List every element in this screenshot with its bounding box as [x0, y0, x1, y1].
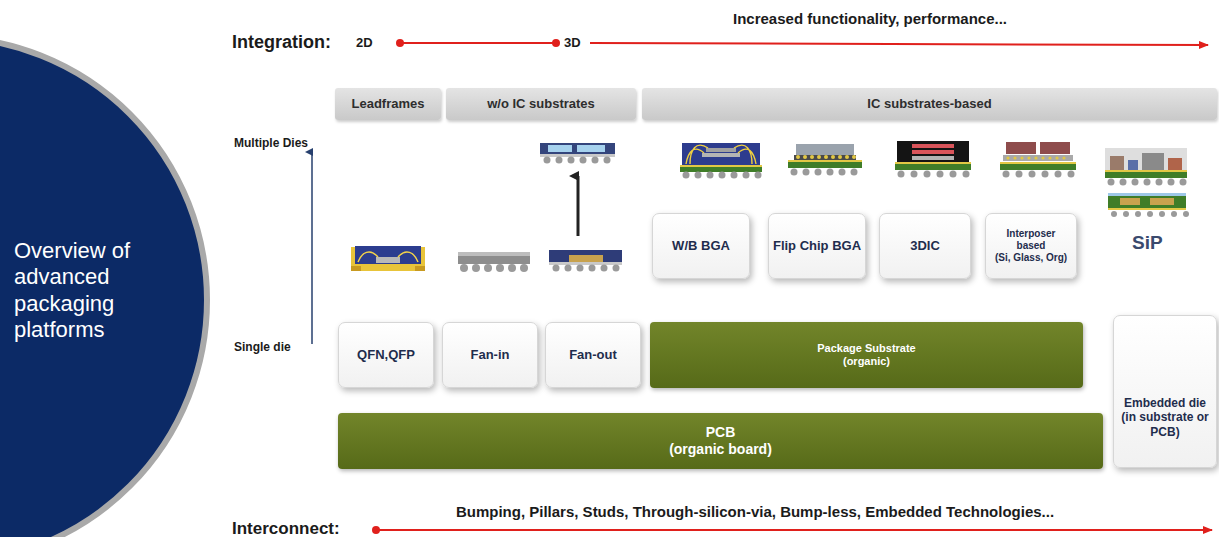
annotation-label: 2D — [356, 35, 373, 50]
annotation-label: Bumping, Pillars, Studs, Through-silicon… — [456, 503, 1054, 520]
title-disc: Overview of advanced packaging platforms — [0, 0, 210, 537]
sip-illustration — [1105, 148, 1187, 210]
node-title: Flip Chip BGA — [773, 238, 861, 254]
package-box: QFN,QFP — [338, 322, 434, 388]
text-stack: Overview of advanced packaging platforms — [14, 238, 164, 344]
interconnect-arrow — [372, 526, 1212, 534]
package-box: Fan-in — [442, 322, 538, 388]
fanout-illustration — [549, 250, 622, 265]
category-bar: IC substrates-based — [642, 88, 1217, 120]
text-stack: Fan-out — [569, 347, 617, 363]
node-title: Interposer based — [991, 228, 1071, 252]
node-subtitle: (organic board) — [669, 441, 772, 458]
text-stack: w/o IC substrates — [487, 96, 595, 112]
text-stack: Embedded die(in substrate or PCB) — [1117, 396, 1213, 439]
text-stack: PCB(organic board) — [669, 424, 772, 458]
category-bar: w/o IC substrates — [446, 88, 636, 120]
node-title: Leadframes — [352, 96, 425, 112]
substrate-band: Package Substrate(organic) — [650, 322, 1083, 388]
3dic-illustration — [895, 141, 971, 170]
flipchip-bga-illustration — [788, 144, 862, 168]
text-stack: Leadframes — [352, 96, 425, 112]
package-box: Embedded die(in substrate or PCB) — [1113, 315, 1217, 468]
package-box: Flip Chip BGA — [768, 213, 866, 279]
package-box: W/B BGA — [652, 213, 750, 279]
substrate-band: PCB(organic board) — [338, 413, 1103, 469]
node-subtitle: (in substrate or PCB) — [1117, 410, 1213, 439]
annotation-label: SiP — [1132, 232, 1163, 254]
text-stack: QFN,QFP — [357, 347, 415, 363]
node-title: Fan-in — [471, 347, 510, 363]
annotation-label: Multiple Dies — [234, 136, 308, 150]
text-stack: Fan-in — [471, 347, 510, 363]
node-title: IC substrates-based — [867, 96, 991, 112]
node-title: Embedded die — [1117, 396, 1213, 410]
category-bar: Leadframes — [335, 88, 441, 120]
node-title: W/B BGA — [672, 238, 730, 254]
annotation-label: 3D — [564, 35, 581, 50]
annotation-label: Single die — [234, 340, 291, 354]
package-box: 3DIC — [879, 213, 971, 279]
node-title: 3DIC — [910, 238, 940, 254]
node-title: Fan-out — [569, 347, 617, 363]
text-stack: Flip Chip BGA — [773, 238, 861, 254]
wirebond-bga-illustration — [680, 143, 762, 172]
node-title: QFN,QFP — [357, 347, 415, 363]
package-box: Fan-out — [545, 322, 641, 388]
text-stack: Package Substrate(organic) — [817, 342, 915, 368]
node-title: Package Substrate — [817, 342, 915, 355]
node-title: Overview of advanced packaging platforms — [14, 238, 164, 344]
node-title: PCB — [669, 424, 772, 441]
node-subtitle: (Si, Glass, Org) — [991, 252, 1071, 264]
text-stack: 3DIC — [910, 238, 940, 254]
text-stack: W/B BGA — [672, 238, 730, 254]
node-subtitle: (organic) — [817, 355, 915, 368]
fanin-illustration — [458, 252, 530, 264]
fanout-multidie-illustration — [540, 143, 615, 157]
die-count-arrow — [311, 152, 313, 344]
package-box: Interposer based(Si, Glass, Org) — [985, 213, 1077, 279]
fanout-upgrade-arrow — [577, 176, 580, 236]
annotation-label: Interconnect: — [232, 519, 340, 537]
qfn-illustration — [351, 246, 425, 271]
annotation-label: Integration: — [232, 32, 331, 53]
text-stack: Interposer based(Si, Glass, Org) — [991, 228, 1071, 264]
interposer-illustration — [1000, 142, 1076, 170]
node-title: w/o IC substrates — [487, 96, 595, 112]
annotation-label: Increased functionality, performance... — [733, 10, 1007, 27]
integration-arrow — [396, 39, 1208, 47]
text-stack: IC substrates-based — [867, 96, 991, 112]
